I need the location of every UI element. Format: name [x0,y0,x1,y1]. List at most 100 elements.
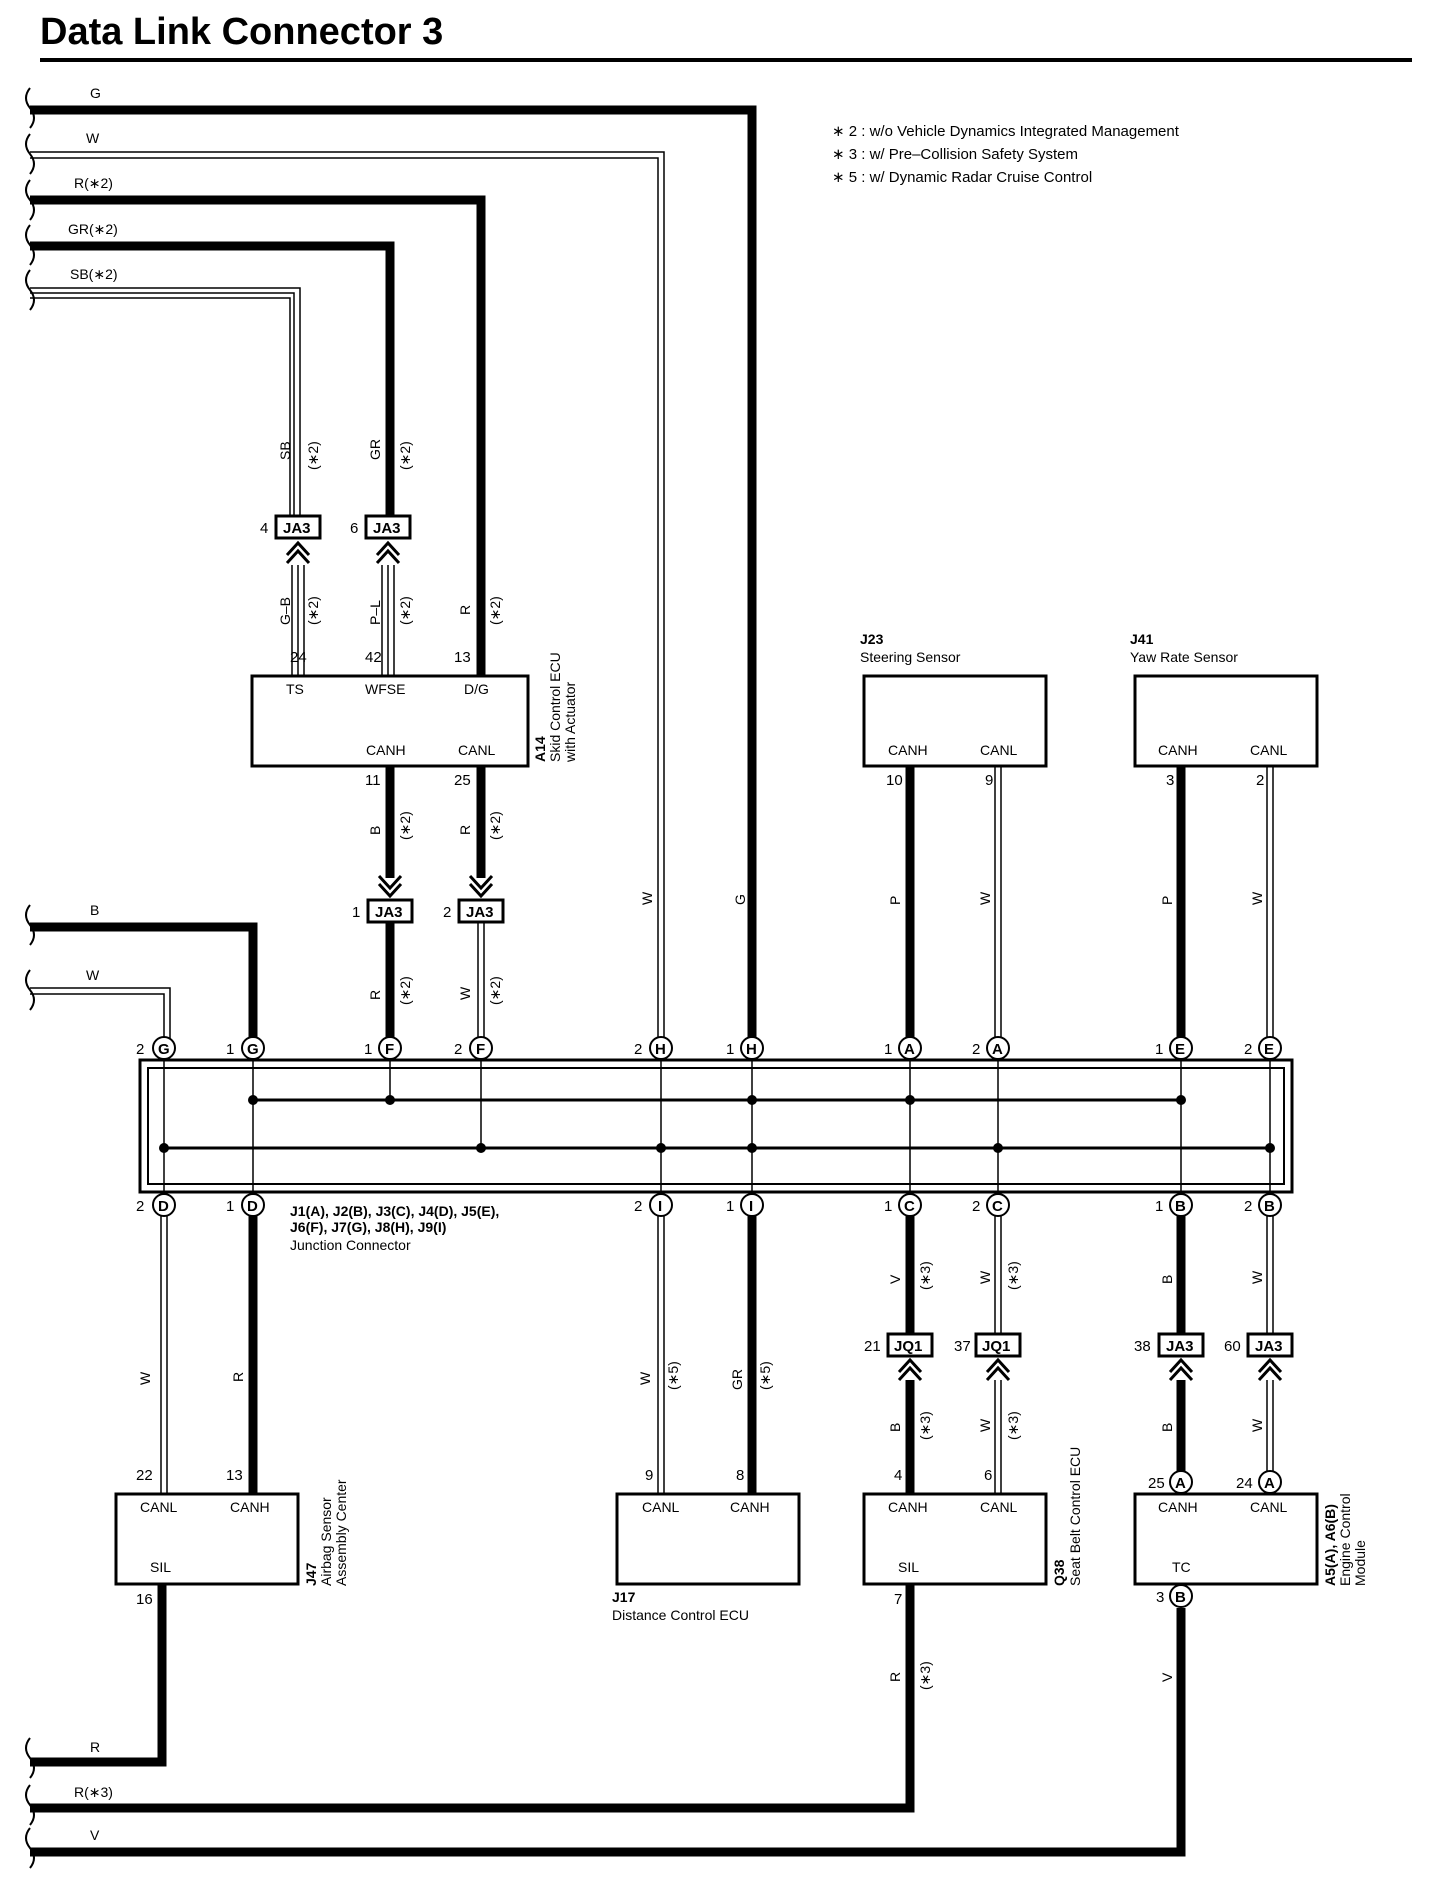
svg-text:1: 1 [226,1198,234,1215]
wire-w-outer [30,151,665,1048]
svg-text:CANH: CANH [1158,1499,1198,1515]
svg-text:G: G [247,1041,259,1058]
wire-g [30,105,757,1048]
vlabel-sb-2: (∗2) [305,441,321,470]
wire-gr2 [30,241,395,515]
svg-text:4: 4 [894,1467,902,1484]
svg-text:1: 1 [884,1041,892,1058]
svg-text:16: 16 [136,1591,153,1608]
svg-text:10: 10 [886,772,903,789]
svg-text:13: 13 [226,1467,243,1484]
svg-text:(∗3): (∗3) [917,1411,933,1440]
svg-text:D: D [158,1198,169,1215]
svg-text:JA3: JA3 [466,904,494,921]
svg-text:(∗2): (∗2) [487,811,503,840]
svg-text:(∗3): (∗3) [1005,1411,1021,1440]
vlabel-gr: GR [367,439,383,460]
svg-text:E: E [1264,1041,1274,1058]
svg-text:V: V [1159,1672,1175,1682]
svg-text:B: B [887,1423,903,1432]
svg-text:SIL: SIL [150,1559,171,1575]
svg-text:3: 3 [1166,772,1174,789]
svg-text:CANH: CANH [366,742,406,758]
svg-text:W: W [977,1418,993,1432]
wire-sb2-outer [30,287,301,515]
wire-label-v: V [90,1827,100,1843]
svg-text:4: 4 [260,520,268,537]
svg-text:W: W [637,1371,653,1385]
svg-text:B: B [1175,1198,1186,1215]
arrow-up-2 [375,540,401,565]
note-5: ∗ 5 : w/ Dynamic Radar Cruise Control [832,169,1092,186]
svg-text:37: 37 [954,1338,971,1355]
svg-text:B: B [1159,1275,1175,1284]
a14-skid-control-ecu: 24 42 13 TS WFSE D/G CANH CANL 11 25 A14… [250,649,578,789]
svg-text:J6(F), J7(G), J8(H), J9(I): J6(F), J7(G), J8(H), J9(I) [290,1219,446,1235]
svg-text:38: 38 [1134,1338,1151,1355]
svg-text:1: 1 [884,1198,892,1215]
svg-text:J23: J23 [860,631,884,647]
svg-text:J1(A), J2(B), J3(C), J4(D), J5: J1(A), J2(B), J3(C), J4(D), J5(E), [290,1203,499,1219]
svg-text:CANH: CANH [730,1499,770,1515]
wire-label-r-bottom: R [90,1739,100,1755]
svg-text:Seat Belt Control ECU: Seat Belt Control ECU [1067,1447,1083,1586]
svg-text:(∗2): (∗2) [487,976,503,1005]
q38-seat-belt-control-ecu: 4 6 CANH CANL SIL 7 Q38 Seat Belt Contro… [862,1447,1083,1608]
jq1-1: JQ1 21 [864,1332,934,1358]
svg-text:CANH: CANH [1158,742,1198,758]
svg-text:W: W [977,1270,993,1284]
svg-text:42: 42 [365,649,382,666]
svg-text:W: W [137,1371,153,1385]
svg-text:I: I [749,1198,753,1215]
svg-text:CANH: CANH [888,742,928,758]
svg-text:1: 1 [352,904,360,921]
svg-text:1: 1 [1155,1041,1163,1058]
wire-sb2-inner2 [30,297,291,515]
svg-text:JA3: JA3 [1166,1338,1194,1355]
vlabel-pl-2: (∗2) [397,596,413,625]
svg-text:CANL: CANL [980,742,1018,758]
svg-text:R: R [887,1672,903,1682]
svg-text:TC: TC [1172,1559,1191,1575]
wire-label-gr2: GR(∗2) [68,221,118,237]
j41-yaw-rate-sensor: J41 Yaw Rate Sensor CANH CANL 3 2 [1130,631,1319,789]
svg-text:13: 13 [454,649,471,666]
svg-text:SIL: SIL [898,1559,919,1575]
svg-text:B: B [1159,1423,1175,1432]
svg-text:2: 2 [634,1198,642,1215]
junction-top-pins: G2 G1 F1 F2 H2 H1 A1 A2 E1 E2 [136,1036,1282,1060]
svg-text:(∗5): (∗5) [757,1361,773,1390]
mid-vertical-labels: B (∗2) R (∗2) [367,811,503,840]
note-3: ∗ 3 : w/ Pre–Collision Safety System [832,146,1078,163]
j47-airbag-sensor: 22 13 CANL CANH SIL 16 J47 Airbag Sensor… [114,1467,349,1608]
vlabel-gr-2: (∗2) [397,441,413,470]
svg-text:2: 2 [136,1198,144,1215]
svg-text:V: V [887,1274,903,1284]
svg-text:A: A [904,1041,915,1058]
svg-text:R: R [457,825,473,835]
arrows-up-jq1 [897,1357,1011,1382]
svg-text:2: 2 [454,1041,462,1058]
jq1-2: JQ1 37 [954,1332,1022,1358]
svg-text:CANL: CANL [458,742,496,758]
svg-text:Assembly Center: Assembly Center [333,1479,349,1586]
svg-text:8: 8 [736,1467,744,1484]
ja3-bottom-2: JA3 60 [1224,1332,1294,1358]
svg-text:1: 1 [726,1198,734,1215]
svg-text:E: E [1175,1041,1185,1058]
svg-text:1: 1 [1155,1198,1163,1215]
svg-text:(∗2): (∗2) [397,976,413,1005]
wire-label-g: G [90,85,101,101]
wire-label-w: W [86,130,100,146]
svg-text:2: 2 [972,1041,980,1058]
svg-text:25: 25 [1148,1475,1165,1492]
upper-vertical-labels: SB (∗2) GR (∗2) G–B (∗2) P–L (∗2) R (∗2) [277,439,503,625]
vlabel-gb: G–B [277,597,293,625]
svg-text:Steering Sensor: Steering Sensor [860,649,961,665]
svg-text:A: A [992,1041,1003,1058]
svg-text:W: W [639,891,655,905]
svg-text:W: W [1249,1270,1265,1284]
svg-text:D/G: D/G [464,681,489,697]
svg-text:J17: J17 [612,1589,636,1605]
